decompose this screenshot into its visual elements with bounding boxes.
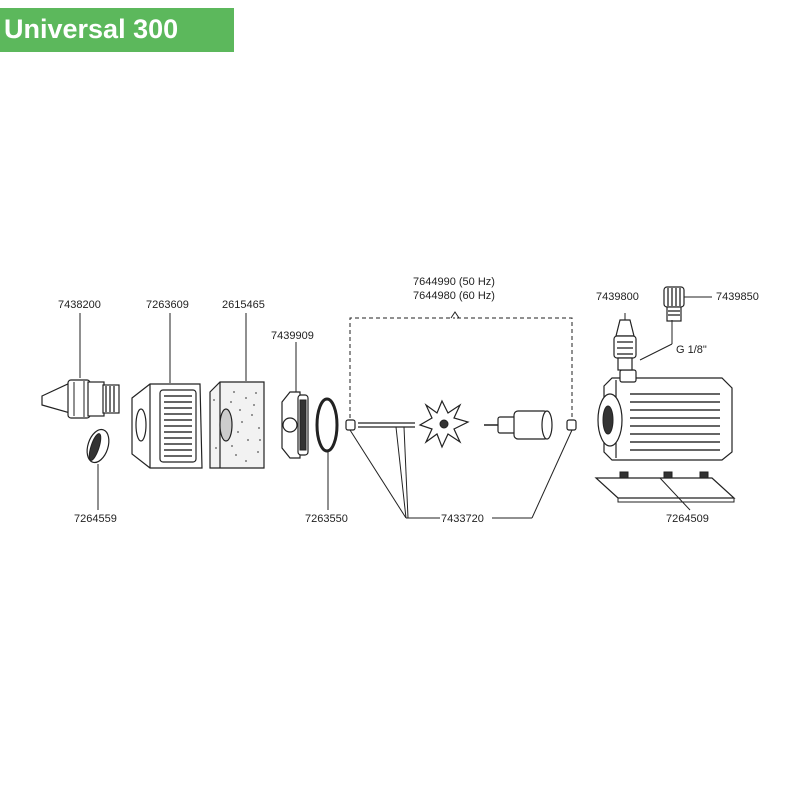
foam-filter-part [209, 381, 265, 469]
intake-cage-part [131, 383, 203, 469]
bushing-right-part [566, 419, 577, 431]
label-7439909: 7439909 [271, 330, 314, 342]
screw-cap-part [663, 286, 685, 322]
pump-motor-housing-part [597, 369, 733, 461]
shaft-part [358, 422, 415, 428]
impeller-assembly-group [349, 311, 573, 425]
label-7264509: 7264509 [666, 513, 709, 525]
label-thread-size: G 1/8" [676, 344, 707, 356]
impeller-part [418, 399, 470, 449]
base-plate-part [594, 471, 736, 503]
cap-part [86, 428, 110, 464]
o-ring-part [315, 397, 339, 453]
label-7433720: 7433720 [441, 513, 484, 525]
label-7439800: 7439800 [596, 291, 639, 303]
leader-lines [79, 296, 712, 519]
label-7644980: 7644980 (60 Hz) [413, 290, 495, 302]
label-7644990: 7644990 (50 Hz) [413, 276, 495, 288]
label-7263609: 7263609 [146, 299, 189, 311]
hose-nozzle-part [613, 319, 637, 371]
label-7264559: 7264559 [74, 513, 117, 525]
bushing-left-part [345, 419, 356, 431]
label-7438200: 7438200 [58, 299, 101, 311]
rotor-magnet-part [484, 410, 553, 440]
page-title: Universal 300 [4, 14, 179, 44]
title-banner: Universal 300 [0, 8, 234, 52]
label-2615465: 2615465 [222, 299, 265, 311]
nozzle-adapter-part [41, 379, 120, 419]
impeller-cover-part [281, 391, 309, 459]
label-7263550: 7263550 [305, 513, 348, 525]
label-7439850: 7439850 [716, 291, 759, 303]
